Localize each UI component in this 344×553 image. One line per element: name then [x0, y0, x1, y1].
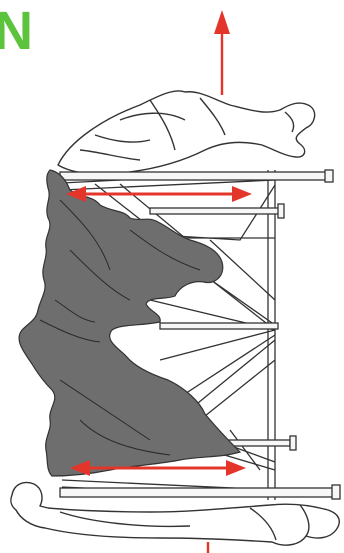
- top-person-figure: [58, 91, 315, 174]
- arrow-up-icon: [214, 10, 230, 95]
